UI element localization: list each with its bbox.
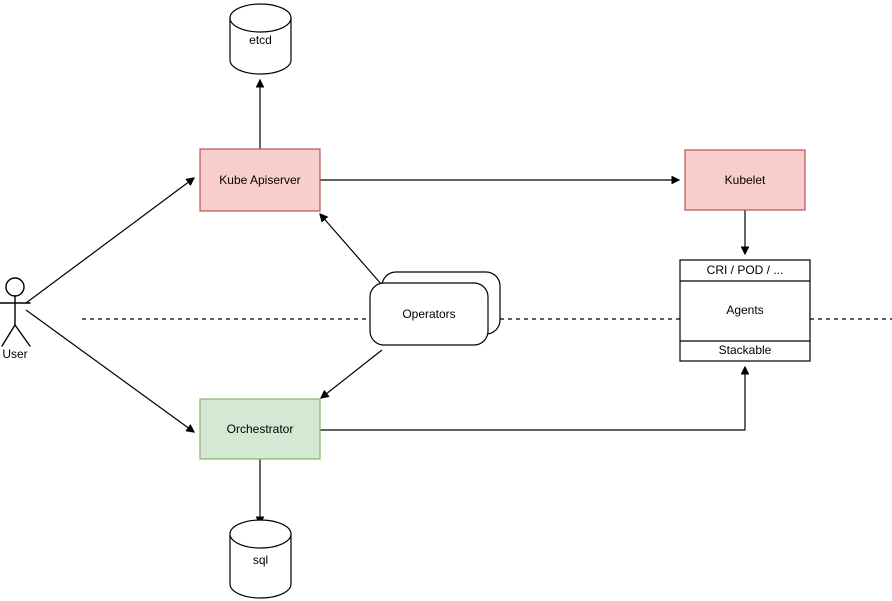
node-agents-footer-label: Stackable — [719, 343, 772, 357]
node-kube-apiserver[interactable]: Kube Apiserver — [199, 148, 321, 212]
node-orchestrator-label: Orchestrator — [227, 422, 294, 436]
node-agents-body-label: Agents — [726, 303, 763, 317]
node-kubelet[interactable]: Kubelet — [684, 149, 806, 211]
edge-user-to-orchestrator — [25, 309, 194, 432]
node-agents-header-label: CRI / POD / ... — [707, 263, 784, 277]
actor-right-leg-icon — [14, 324, 31, 347]
node-user-actor[interactable]: User — [0, 277, 31, 361]
node-orchestrator[interactable]: Orchestrator — [199, 398, 321, 460]
operators-front-layer — [369, 282, 489, 346]
actor-head-icon — [5, 277, 25, 297]
node-kube-apiserver-label: Kube Apiserver — [219, 173, 300, 187]
edge-orchestrator-to-stackable — [320, 367, 745, 431]
edge-user-to-kube-apiserver — [25, 178, 194, 304]
node-operators[interactable]: Operators — [369, 271, 501, 346]
edge-operators-to-kube-apiserver — [320, 214, 383, 286]
node-operators-label: Operators — [402, 307, 455, 321]
node-agents[interactable]: CRI / POD / ... Agents Stackable — [679, 259, 811, 362]
node-etcd[interactable]: etcd — [229, 3, 292, 75]
node-kubelet-label: Kubelet — [725, 173, 766, 187]
edge-operators-to-orchestrator — [321, 349, 383, 398]
node-user-label: User — [2, 347, 27, 361]
node-sql[interactable]: sql — [229, 519, 292, 599]
node-sql-label: sql — [253, 553, 268, 567]
node-etcd-label: etcd — [249, 33, 272, 47]
actor-left-leg-icon — [1, 324, 16, 347]
